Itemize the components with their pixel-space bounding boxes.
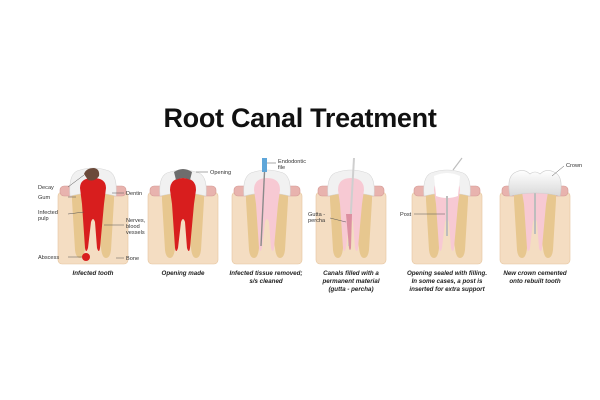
caption-stage-4-line-2: permanent material	[321, 278, 379, 285]
label-dentin: Dentin	[126, 191, 142, 197]
stage-2-opening	[174, 169, 192, 180]
stage-1-decay	[84, 168, 100, 181]
stage-3-pulp	[254, 178, 280, 251]
caption-stage-2: Opening made	[162, 270, 206, 277]
label-gutta: Gutta -	[308, 212, 325, 218]
label-abscess: Abscess	[38, 255, 59, 261]
label-post: Post	[400, 212, 412, 218]
caption-stage-1: Infected tooth	[73, 270, 114, 277]
post-instrument	[452, 157, 463, 171]
stage-1-abscess	[82, 253, 90, 261]
caption-stage-4-line-3: (gutta - percha)	[328, 286, 373, 293]
label-gum: Gum	[38, 195, 50, 201]
stage-5-opening-sealed: Post Opening sealed with filling. In som…	[400, 157, 487, 293]
label-file: file	[278, 165, 285, 171]
page-title: Root Canal Treatment	[163, 103, 437, 133]
stage-1-pulp	[80, 178, 106, 251]
stage-6-new-crown: Crown New crown cemented onto rebuilt to…	[499, 163, 582, 285]
stage-2-pulp	[170, 178, 196, 251]
label-percha: percha	[308, 218, 326, 224]
stage-1-infected-tooth: Decay Gum Infected pulp Abscess Dentin N…	[38, 167, 146, 277]
label-blood: blood	[126, 224, 140, 230]
stage-3-tissue-removed: Endodontic file Infected tissue removed;…	[230, 158, 306, 285]
stage-5-filling	[434, 173, 460, 198]
caption-stage-5-line-3: inserted for extra support	[409, 286, 485, 293]
label-opening: Opening	[210, 170, 231, 176]
label-nerves: Nerves,	[126, 218, 146, 224]
caption-stage-6-line-2: onto rebuilt tooth	[509, 278, 560, 285]
label-endodontic: Endodontic	[278, 159, 306, 165]
label-crown: Crown	[566, 163, 582, 169]
caption-stage-5-line-1: Opening sealed with filling.	[407, 270, 487, 277]
caption-stage-3-line-2: s/s cleaned	[249, 278, 283, 285]
endodontic-file	[260, 171, 266, 247]
label-vessels: vessels	[126, 230, 145, 236]
new-crown	[508, 170, 562, 197]
stage-4-canals-filled: Gutta - percha Canals filled with a perm…	[308, 157, 387, 293]
label-decay: Decay	[38, 185, 54, 191]
label-bone: Bone	[126, 256, 139, 262]
label-pulp: pulp	[38, 216, 49, 222]
label-infected: Infected	[38, 210, 58, 216]
caption-stage-5-line-2: In some cases, a post is	[412, 278, 483, 285]
caption-stage-3-line-1: Infected tissue removed;	[230, 270, 303, 277]
endodontic-file-handle	[262, 158, 267, 172]
stage-2-opening-made: Opening Opening made	[147, 169, 231, 277]
caption-stage-6-line-1: New crown cemented	[503, 270, 566, 277]
gutta-percha-fill	[346, 214, 352, 250]
caption-stage-4-line-1: Canals filled with a	[323, 270, 379, 277]
